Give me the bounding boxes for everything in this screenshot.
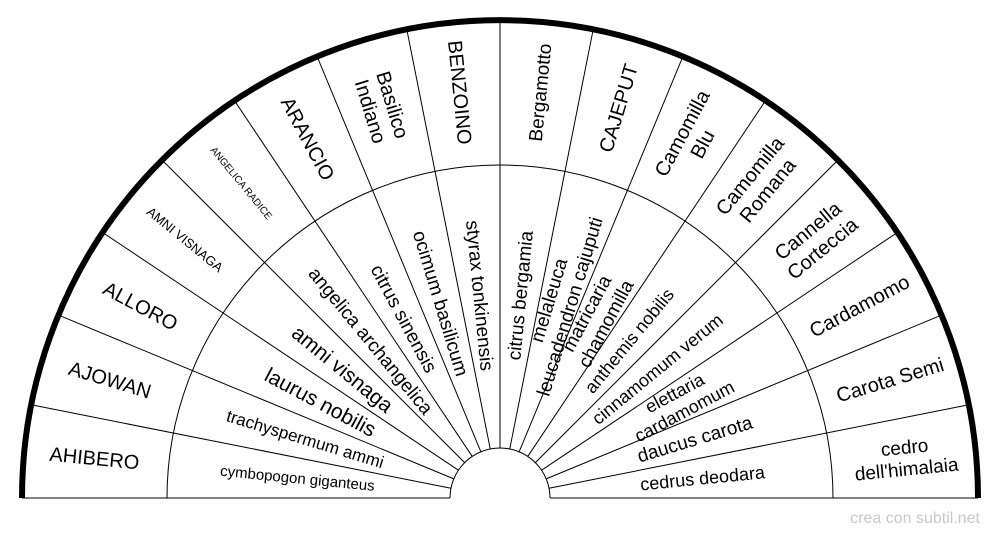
common-name-label: AHIBERO xyxy=(48,444,140,475)
latin-name-label-text: cedrus deodara xyxy=(639,462,766,494)
common-name-label-text: BasilicoIndiano xyxy=(349,69,412,148)
common-name-label-line: Carota Semi xyxy=(834,354,947,407)
watermark: crea con subtil.net xyxy=(850,510,980,527)
segment-divider xyxy=(548,404,969,489)
common-name-label-line: AMNI VISNAGA xyxy=(144,204,226,275)
common-name-label-text: Carota Semi xyxy=(834,354,947,407)
common-name-label-text: ALLORO xyxy=(99,278,181,336)
common-name-label-text: ARANCIO xyxy=(276,94,338,185)
common-name-label-line: AJOWAN xyxy=(66,358,154,404)
common-name-label-line: ANGELICA RADICE xyxy=(208,145,274,222)
common-name-label: Bergamotto xyxy=(526,43,557,143)
latin-name-label: cedrus deodara xyxy=(639,462,766,494)
common-name-label-line: AHIBERO xyxy=(48,444,140,475)
latin-name-label-text: styrax tonkinensis xyxy=(461,219,497,371)
segment-divider xyxy=(527,100,766,457)
common-name-label: BasilicoIndiano xyxy=(349,69,413,148)
segment-divider xyxy=(161,159,465,463)
common-name-label-text: Bergamotto xyxy=(526,43,557,143)
common-name-label-line: BENZOINO xyxy=(443,40,475,146)
common-name-label-text: CannellaCorteccia xyxy=(769,196,864,285)
common-name-label: cedrodell'himalaia xyxy=(852,433,960,486)
common-name-label: CAJEPUT xyxy=(595,62,643,156)
common-name-label-line: cedro xyxy=(880,436,929,462)
segment-divider xyxy=(546,314,942,480)
segment-divider xyxy=(509,29,594,450)
common-name-label-line: CAJEPUT xyxy=(595,62,643,156)
common-name-label-line: dell'himalaia xyxy=(854,454,960,485)
common-name-label-line: Bergamotto xyxy=(526,43,557,143)
segment-divider xyxy=(518,56,684,452)
latin-name-label-line: cedrus deodara xyxy=(639,462,766,494)
common-name-label: CannellaCorteccia xyxy=(769,196,864,285)
common-name-label: ANGELICA RADICE xyxy=(208,145,274,222)
common-name-label: CamomillaRomana xyxy=(712,132,807,234)
wheel-lines xyxy=(19,17,981,499)
latin-name-label-line: styrax tonkinensis xyxy=(461,219,497,371)
common-name-label: Cardamomo xyxy=(806,271,913,342)
common-name-label: Carota Semi xyxy=(834,354,947,407)
common-name-label-text: BENZOINO xyxy=(443,40,475,146)
segment-divider xyxy=(316,56,482,452)
common-name-label: ARANCIO xyxy=(276,94,338,185)
common-name-label: ALLORO xyxy=(99,278,181,336)
common-name-label-line: ALLORO xyxy=(99,278,181,336)
segment-divider xyxy=(541,232,898,471)
segment-divider xyxy=(58,314,454,480)
common-name-label-text: AJOWAN xyxy=(66,358,154,404)
common-name-label-text: CAJEPUT xyxy=(595,62,643,156)
common-name-label: AMNI VISNAGA xyxy=(144,204,226,275)
latin-name-label-line: cymbopogon giganteus xyxy=(219,463,375,495)
latin-name-label: styrax tonkinensis xyxy=(461,219,497,371)
hub-ring xyxy=(449,447,551,499)
common-name-label-line: Cardamomo xyxy=(806,271,913,342)
segment-divider xyxy=(535,159,839,463)
segment-divider xyxy=(406,29,491,450)
common-name-label-text: AMNI VISNAGA xyxy=(144,204,226,275)
common-name-label: AJOWAN xyxy=(66,358,154,404)
segment-divider xyxy=(234,100,473,457)
common-name-label-text: cedrodell'himalaia xyxy=(852,433,960,486)
common-name-label-text: AHIBERO xyxy=(48,444,140,475)
common-name-label: BENZOINO xyxy=(443,40,475,146)
common-name-label-line: ARANCIO xyxy=(276,94,338,185)
common-name-label-text: ANGELICA RADICE xyxy=(208,145,274,222)
common-name-label-text: Cardamomo xyxy=(806,271,913,342)
latin-name-label-text: cymbopogon giganteus xyxy=(219,463,375,495)
segment-divider xyxy=(31,404,452,489)
common-name-label-text: CamomillaRomana xyxy=(712,132,807,234)
segment-divider xyxy=(102,232,459,471)
latin-name-label: cymbopogon giganteus xyxy=(219,463,375,495)
